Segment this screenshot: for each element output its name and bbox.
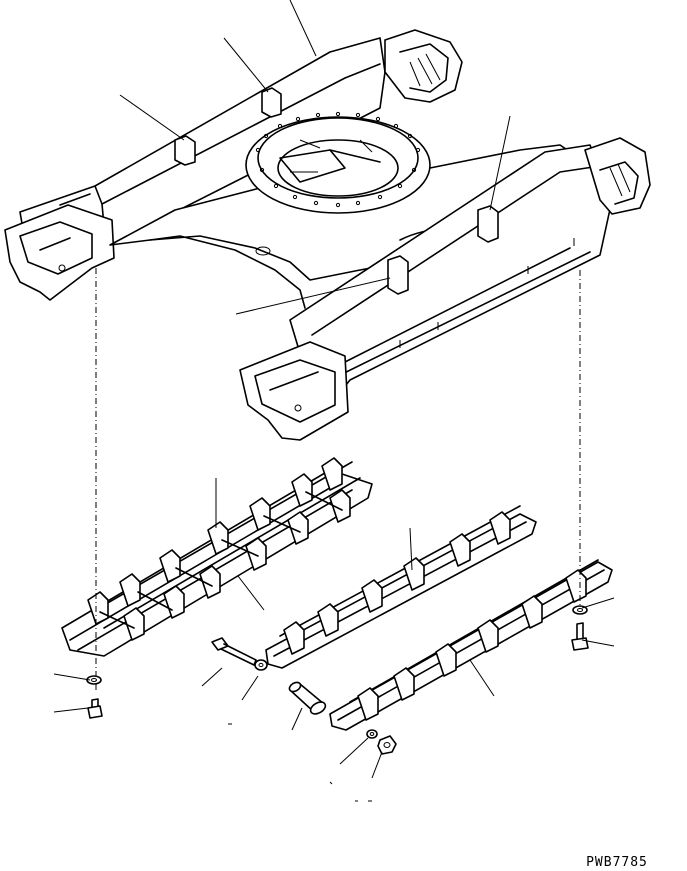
- guard-bracket: [174, 87, 499, 295]
- track-roller-guard-right[interactable]: [265, 505, 537, 669]
- drawing-code: PWB7785: [586, 855, 648, 870]
- track-roller-guard-left[interactable]: [61, 457, 373, 657]
- bolt[interactable]: [571, 622, 589, 651]
- spacer[interactable]: [288, 681, 328, 717]
- washer[interactable]: [254, 659, 268, 671]
- guard-tabs: [87, 457, 351, 641]
- track-frame[interactable]: [4, 29, 651, 441]
- nut[interactable]: [377, 735, 397, 755]
- guard-tabs: [283, 511, 511, 655]
- guard-tabs: [357, 569, 587, 721]
- guard-rods: [99, 491, 343, 629]
- swing-circle-bolts: [255, 111, 421, 208]
- bolt[interactable]: [211, 637, 257, 666]
- alignment-lines: [95, 268, 581, 690]
- washer[interactable]: [366, 729, 378, 739]
- track-roller-guard-inner[interactable]: [329, 559, 613, 731]
- leader-lines: [53, 0, 615, 802]
- swing-circle-mount: [245, 111, 431, 214]
- bolt[interactable]: [87, 698, 103, 719]
